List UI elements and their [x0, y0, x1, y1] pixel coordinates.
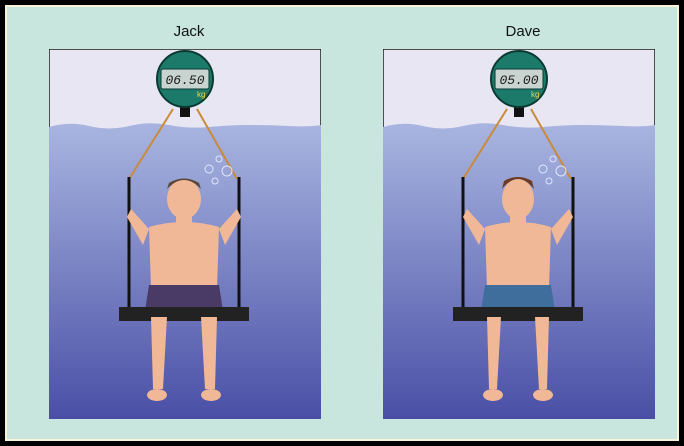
panel-title-dave: Dave — [423, 23, 623, 40]
water-tank-dave: 05.00 kg — [383, 49, 655, 419]
panel-title-jack: Jack — [89, 23, 289, 40]
scale-unit: kg — [197, 90, 205, 99]
scale-reading: 06.50 — [165, 73, 204, 88]
swing-seat — [119, 307, 249, 321]
swing-seat — [453, 307, 583, 321]
water-tank-jack: 06.50 kg — [49, 49, 321, 419]
tank-illustration-dave: 05.00 kg — [383, 49, 655, 419]
scale-unit: kg — [531, 90, 539, 99]
illustration-frame: Jack 06.50 kg — [5, 5, 679, 441]
scale-reading: 05.00 — [499, 73, 538, 88]
tank-illustration-jack: 06.50 kg — [49, 49, 321, 419]
